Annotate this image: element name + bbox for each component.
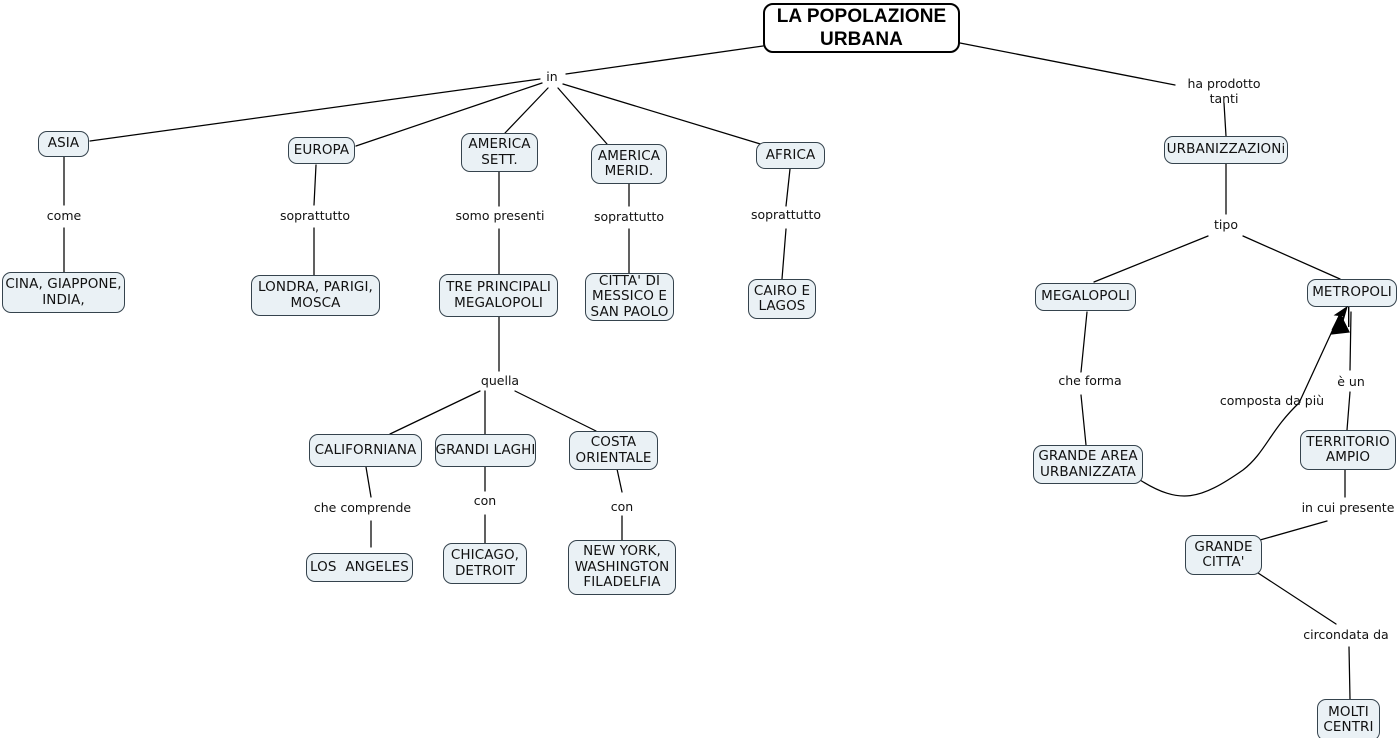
edge-e-un-territorio (1346, 391, 1351, 431)
node-californiana[interactable]: CALIFORNIANA (309, 434, 422, 467)
node-molti-centri[interactable]: MOLTI CENTRI (1317, 699, 1380, 738)
edge-quella-californiana (389, 390, 481, 435)
link-label-in-cui-presente: in cui presente (1301, 500, 1395, 515)
node-grandi-laghi[interactable]: GRANDI LAGHI (435, 434, 536, 467)
node-chicago-detroit[interactable]: CHICAGO, DETROIT (443, 543, 527, 584)
link-label-tipo: tipo (1214, 217, 1238, 232)
edge-tipo-megalopoli (1093, 235, 1209, 283)
link-label-che-forma: che forma (1058, 373, 1122, 388)
link-label-in: in (546, 69, 558, 84)
node-la-popolazione-urbana[interactable]: LA POPOLAZIONE URBANA (763, 3, 960, 53)
link-label-con-grandi-laghi: con (473, 493, 497, 508)
edge-in-america-sett (504, 87, 549, 134)
node-los-angeles[interactable]: LOS ANGELES (306, 553, 413, 582)
edge-megalopoli-che-forma-top (1080, 311, 1088, 373)
link-label-come: come (46, 208, 82, 223)
node-londra-parigi-mosca[interactable]: LONDRA, PARIGI, MOSCA (251, 275, 380, 316)
node-territorio-ampio[interactable]: TERRITORIO AMPIO (1300, 430, 1396, 470)
link-label-composta-da-piu: composta da più (1219, 393, 1325, 408)
node-grande-citta[interactable]: GRANDE CITTA' (1185, 535, 1262, 575)
node-cina-giappone-india[interactable]: CINA, GIAPPONE, INDIA, (2, 272, 125, 313)
node-citta-messico-san-paolo[interactable]: CITTA' DI MESSICO E SAN PAOLO (585, 273, 674, 321)
node-grande-area-urbanizzata[interactable]: GRANDE AREA URBANIZZATA (1033, 445, 1143, 484)
link-label-somo-presenti: somo presenti (455, 208, 545, 223)
node-urbanizzazioni[interactable]: URBANIZZAZIONi (1164, 136, 1288, 164)
link-label-quella: quella (480, 373, 520, 388)
edge-circondata-molti-centri (1348, 646, 1351, 700)
node-metropoli[interactable]: METROPOLI (1307, 279, 1397, 307)
link-label-e-un: è un (1337, 374, 1365, 389)
edge-costa-orientale-con-top (616, 468, 623, 493)
node-new-york-washington-filadelfia[interactable]: NEW YORK, WASHINGTON FILADELFIA (568, 540, 676, 595)
edge-title-ha-prodotto (959, 42, 1176, 86)
edge-ha-prodotto-urbanizzazioni (1223, 102, 1227, 137)
link-label-ha-prodotto-tanti: ha prodotto tanti (1187, 76, 1261, 106)
node-tre-principali-megalopoli[interactable]: TRE PRINCIPALI MEGALOPOLI (439, 274, 558, 317)
edge-africa-soprattutto-top (785, 168, 791, 207)
edge-che-forma-grande-area (1080, 394, 1087, 446)
link-label-circondata-da: circondata da (1303, 627, 1389, 642)
mouse-pointer-icon (1331, 306, 1350, 331)
edge-tipo-metropoli (1242, 235, 1341, 280)
link-label-soprattutto-america-merid: soprattutto (593, 209, 665, 224)
edge-californiana-che-comprende-top (365, 466, 372, 498)
edge-title-in (565, 45, 764, 75)
node-america-merid[interactable]: AMERICA MERID. (591, 144, 667, 184)
edge-europa-soprattutto-top (313, 164, 317, 206)
node-africa[interactable]: AFRICA (756, 142, 825, 169)
edge-in-cui-presente-grande-citta (1259, 520, 1328, 541)
node-america-sett[interactable]: AMERICA SETT. (461, 133, 538, 172)
edge-grande-area-metropoli-curve (1139, 401, 1301, 497)
node-europa[interactable]: EUROPA (288, 137, 355, 164)
link-label-che-comprende: che comprende (313, 500, 412, 515)
node-cairo-lagos[interactable]: CAIRO E LAGOS (748, 279, 816, 319)
node-megalopoli[interactable]: MEGALOPOLI (1035, 283, 1136, 311)
edge-in-asia (89, 78, 541, 142)
edge-grande-citta-circondata-top (1254, 570, 1337, 625)
node-costa-orientale[interactable]: COSTA ORIENTALE (569, 431, 658, 470)
link-label-soprattutto-africa: soprattutto (750, 207, 822, 222)
edge-in-america-merid (557, 87, 608, 145)
link-label-con-costa-orientale: con (610, 499, 634, 514)
node-asia[interactable]: ASIA (38, 131, 89, 157)
edge-soprattutto-cairo (781, 228, 787, 280)
edge-quella-costa-orientale (514, 390, 597, 432)
link-label-soprattutto-europa: soprattutto (279, 208, 351, 223)
edge-in-africa (562, 83, 768, 147)
